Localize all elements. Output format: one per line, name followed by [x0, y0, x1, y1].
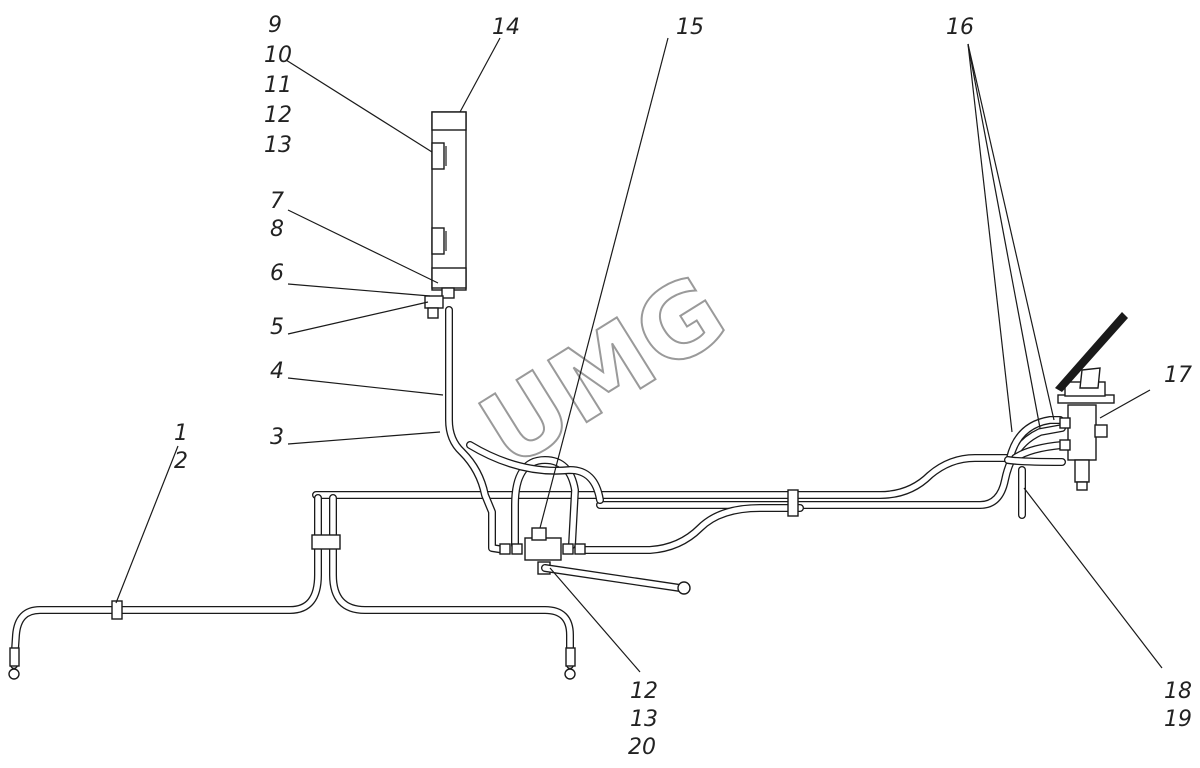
callout-12-13-20: 12 13 20: [628, 679, 658, 760]
callout-1-2: 1 2: [174, 421, 188, 474]
callout-10: 10: [264, 43, 292, 68]
callout-15: 15: [676, 15, 704, 40]
callout-5: 5: [270, 315, 284, 340]
callout-7-8: 7 8: [270, 189, 284, 242]
callout-7: 7: [270, 189, 284, 214]
callout-6: 6: [270, 261, 284, 286]
callout-4: 4: [270, 359, 284, 384]
hose-end-left: [8, 647, 20, 680]
callout-9: 9: [268, 13, 282, 38]
cylinder: [424, 111, 467, 319]
callout-17: 17: [1164, 363, 1192, 388]
callout-13: 13: [264, 133, 292, 158]
pipe-clamp: [111, 600, 123, 620]
callout-13-bottom: 13: [630, 707, 658, 732]
callout-12: 12: [264, 103, 292, 128]
pipe-network: [10, 306, 1066, 669]
callout-2: 2: [174, 449, 188, 474]
callout-14: 14: [492, 15, 520, 40]
pump-unit: [1055, 312, 1128, 491]
leader-lines: [115, 37, 1163, 673]
callout-12-bottom: 12: [630, 679, 658, 704]
valve-block: [499, 527, 691, 595]
hose-end-right: [564, 647, 576, 680]
callout-9-13: 9 10 11 12 13: [264, 13, 292, 158]
callout-3: 3: [270, 425, 284, 450]
callout-18-19: 18 19: [1164, 679, 1192, 732]
callout-16: 16: [946, 15, 974, 40]
pipe-clamp: [787, 489, 799, 517]
callout-11: 11: [264, 73, 292, 98]
callout-1: 1: [174, 421, 188, 446]
pipe-clamp: [311, 534, 341, 550]
callout-19: 19: [1164, 707, 1192, 732]
callout-18: 18: [1164, 679, 1192, 704]
callout-20: 20: [628, 735, 656, 760]
callout-8: 8: [270, 217, 284, 242]
